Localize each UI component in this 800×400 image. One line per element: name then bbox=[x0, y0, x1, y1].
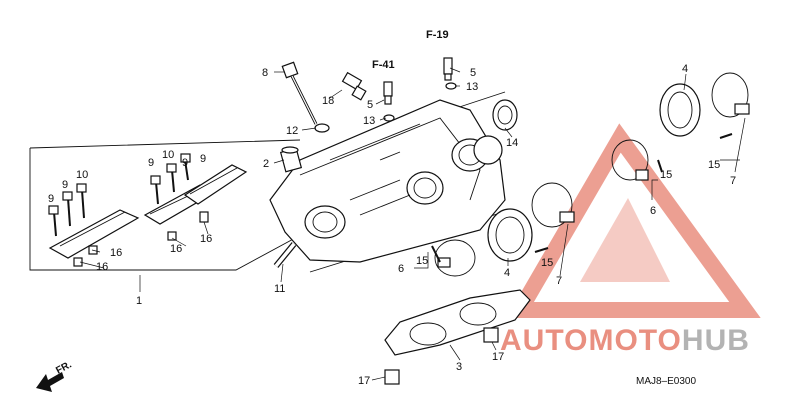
rocker-assembly-right bbox=[183, 164, 248, 205]
part-12-washer bbox=[314, 123, 330, 133]
callout-17-right: 17 bbox=[492, 351, 504, 363]
callout-5-right: 5 bbox=[470, 67, 476, 79]
part-13-washer-right bbox=[445, 82, 457, 90]
callout-3: 3 bbox=[456, 361, 462, 373]
callout-15-b: 15 bbox=[541, 257, 553, 269]
part-6-clamp-right bbox=[611, 139, 649, 181]
diagram-code: MAJ8–E0300 bbox=[636, 376, 696, 387]
callout-11: 11 bbox=[274, 283, 285, 295]
part-7-clamp-left bbox=[531, 182, 575, 228]
callout-7-right: 7 bbox=[730, 175, 736, 187]
callout-6-right: 6 bbox=[650, 205, 656, 217]
part-5-sensor-left bbox=[383, 81, 393, 105]
part-7-clamp-right bbox=[711, 72, 750, 118]
part-6-clamp-left bbox=[434, 239, 476, 277]
callout-9-b: 9 bbox=[62, 179, 68, 191]
callout-8: 8 bbox=[262, 67, 268, 79]
part-2-dowel bbox=[279, 146, 303, 173]
group-bracket-1 bbox=[29, 139, 311, 271]
callout-9-a: 9 bbox=[48, 193, 54, 205]
part-11-stud bbox=[273, 242, 297, 268]
callout-15-a: 15 bbox=[416, 255, 428, 267]
part-4-insulator-left bbox=[487, 208, 533, 262]
callout-16-d: 16 bbox=[200, 233, 212, 245]
part-17-collar-right bbox=[483, 327, 499, 343]
callout-13-right: 13 bbox=[466, 81, 478, 93]
watermark-part2: HUB bbox=[682, 324, 750, 357]
leader-lines bbox=[79, 67, 746, 381]
reference-f41: F-41 bbox=[372, 59, 395, 71]
callout-15-d: 15 bbox=[708, 159, 720, 171]
callout-2: 2 bbox=[263, 158, 269, 170]
callout-17-left: 17 bbox=[358, 375, 370, 387]
part-4-insulator-right bbox=[659, 83, 701, 137]
callout-16-a: 16 bbox=[110, 247, 122, 259]
part-15-bolts bbox=[431, 133, 733, 263]
callout-16-c: 16 bbox=[170, 243, 182, 255]
callout-18: 18 bbox=[322, 95, 334, 107]
callout-6-left: 6 bbox=[398, 263, 404, 275]
part-14-cover bbox=[492, 99, 518, 131]
watermark-logo bbox=[506, 123, 761, 318]
callout-12: 12 bbox=[286, 125, 298, 137]
callout-9-c: 9 bbox=[148, 157, 154, 169]
callout-10-b: 10 bbox=[162, 149, 174, 161]
callout-4-left: 4 bbox=[504, 267, 510, 279]
callout-9-d: 9 bbox=[182, 157, 188, 169]
rocker-assembly-left bbox=[48, 209, 140, 259]
callout-7-left: 7 bbox=[556, 275, 562, 287]
callout-15-c: 15 bbox=[660, 169, 672, 181]
callout-1: 1 bbox=[136, 295, 142, 307]
callout-labels: 8 18 5 13 5 13 12 2 11 14 4 4 3 17 17 6 … bbox=[48, 63, 736, 387]
cylinder-head bbox=[269, 99, 506, 263]
part-18-sensor bbox=[341, 71, 367, 101]
watermark-part1: AUTOMOTO bbox=[500, 324, 682, 357]
part-17-collar-left bbox=[384, 369, 400, 385]
part-9-10-bolts bbox=[48, 153, 191, 237]
callout-9-e: 9 bbox=[200, 153, 206, 165]
callout-5-left: 5 bbox=[367, 99, 373, 111]
part-5-sensor-right bbox=[443, 57, 453, 81]
callout-14: 14 bbox=[506, 137, 518, 149]
reference-f19: F-19 bbox=[426, 29, 449, 41]
callout-16-b: 16 bbox=[96, 261, 108, 273]
front-direction-arrow-icon bbox=[36, 372, 64, 392]
watermark-text: AUTOMOTOHUB bbox=[500, 324, 750, 357]
callout-10-a: 10 bbox=[76, 169, 88, 181]
part-3-gasket bbox=[384, 289, 531, 356]
part-13-washer-left bbox=[383, 114, 395, 122]
callout-4-right: 4 bbox=[682, 63, 688, 75]
front-direction-label: FR. bbox=[54, 359, 74, 376]
callout-13-left: 13 bbox=[363, 115, 375, 127]
part-8-stud-bolt bbox=[281, 61, 318, 125]
